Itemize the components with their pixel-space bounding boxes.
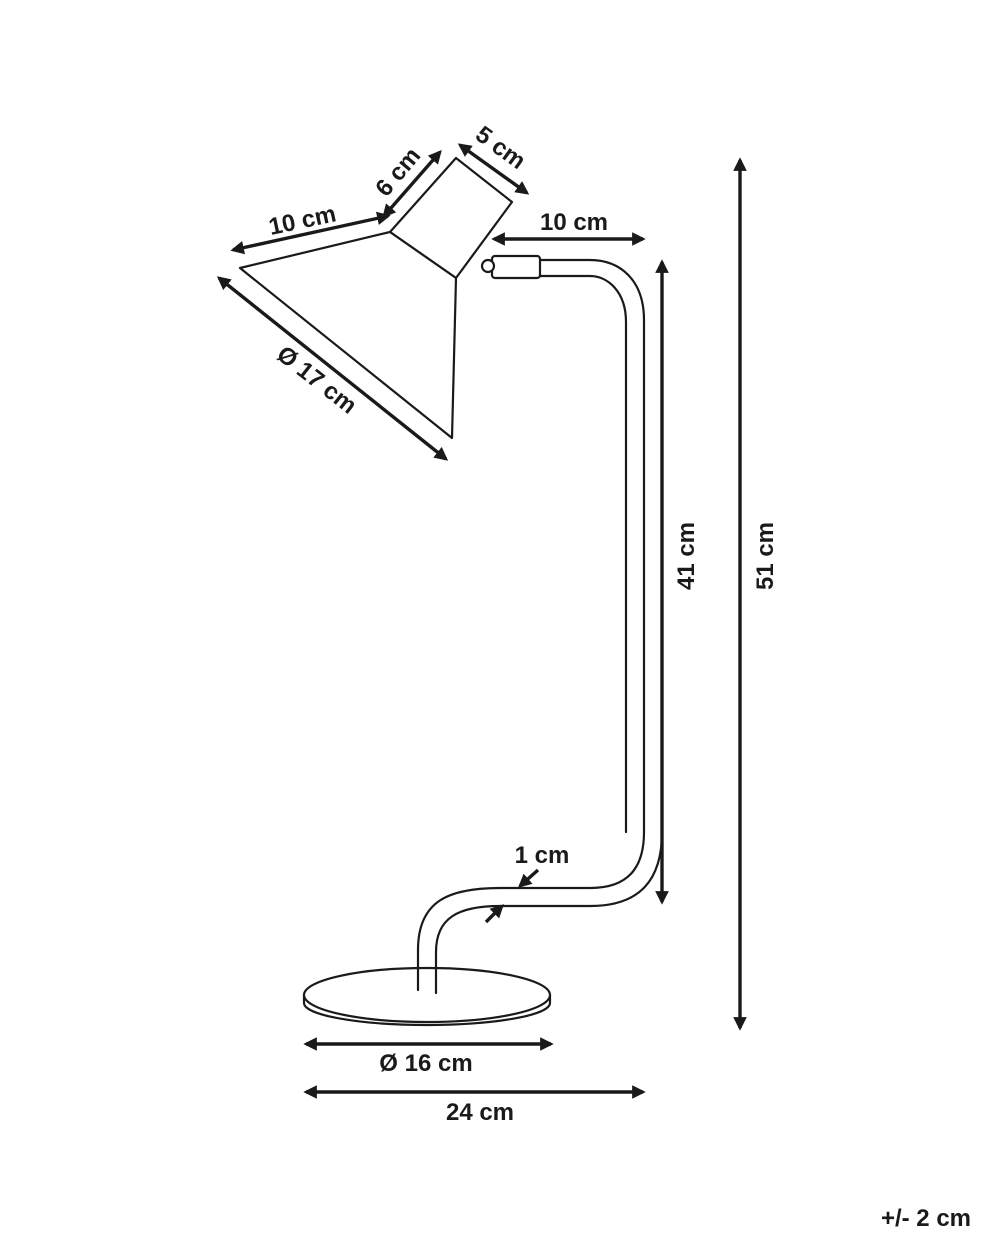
- dim-arrow-shade-side: [230, 211, 391, 255]
- dimension-arrows: [216, 143, 747, 1099]
- dim-arrow-thickness-top: [517, 868, 540, 888]
- dim-arrow-shade-neck: [382, 149, 442, 219]
- lamp-base-top: [302, 966, 552, 1024]
- lamp-joint-collar: [490, 254, 542, 280]
- dimension-labels: 10 cm 6 cm 5 cm Ø 17 cm 10 cm 41 cm 51 c…: [266, 121, 971, 1232]
- lamp-stem-outer: [416, 258, 646, 992]
- label-shade-top: 5 cm: [470, 121, 530, 175]
- label-total-height: 51 cm: [752, 522, 779, 590]
- label-base-diameter: Ø 16 cm: [379, 1050, 472, 1077]
- lamp-base: [302, 993, 552, 1027]
- label-arm-reach: 10 cm: [540, 209, 608, 236]
- label-stem-height: 41 cm: [673, 522, 700, 590]
- label-stem-thickness: 1 cm: [515, 842, 570, 869]
- lamp-joint-knob: [480, 258, 496, 274]
- lamp-stem-inner: [434, 830, 664, 995]
- dim-arrow-shade-diameter: [216, 276, 449, 461]
- tolerance-note: +/- 2 cm: [881, 1205, 971, 1232]
- dim-arrow-thickness-bottom: [484, 904, 504, 924]
- label-total-width: 24 cm: [446, 1099, 514, 1126]
- lamp-stem-side: [538, 274, 628, 834]
- label-shade-neck: 6 cm: [370, 143, 426, 202]
- lamp-drawing: [238, 156, 664, 1027]
- dim-arrow-shade-top: [457, 143, 530, 195]
